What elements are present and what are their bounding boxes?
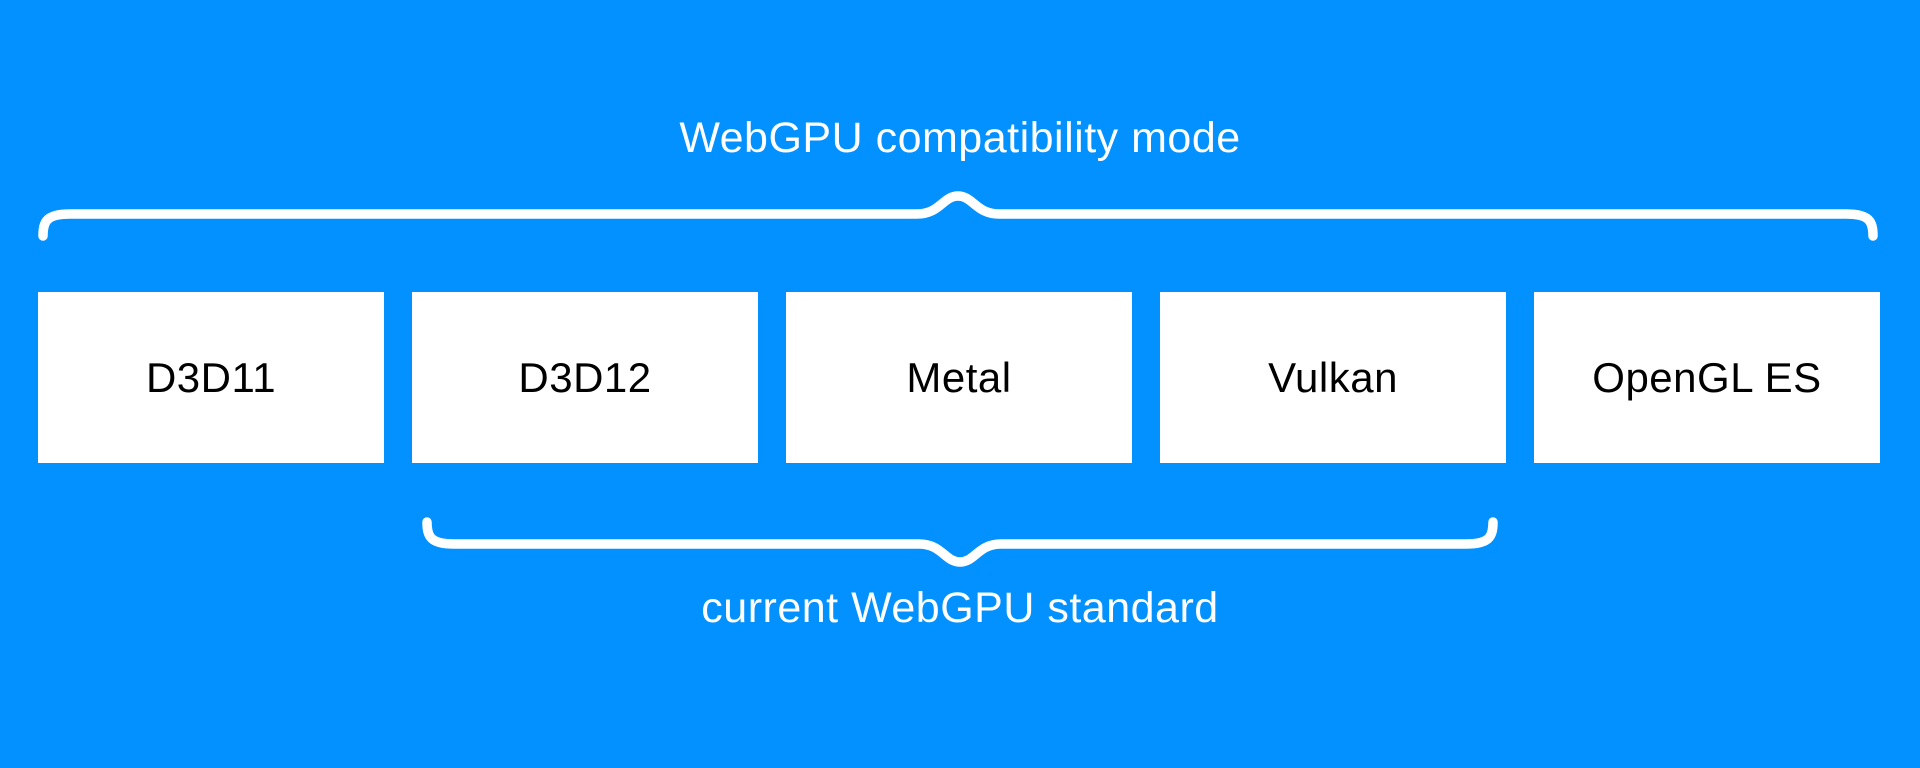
api-box-label: Metal — [906, 353, 1012, 401]
api-boxes-row: D3D11 D3D12 Metal Vulkan OpenGL ES — [38, 292, 1880, 463]
api-box-label: D3D12 — [518, 353, 652, 401]
api-box-d3d11: D3D11 — [38, 292, 384, 463]
api-box-label: Vulkan — [1268, 353, 1398, 401]
bottom-curly-brace — [422, 517, 1498, 567]
api-box-metal: Metal — [786, 292, 1132, 463]
top-brace-label: WebGPU compatibility mode — [679, 114, 1241, 162]
api-box-vulkan: Vulkan — [1160, 292, 1506, 463]
api-box-label: OpenGL ES — [1592, 353, 1822, 401]
api-box-d3d12: D3D12 — [412, 292, 758, 463]
api-box-opengl-es: OpenGL ES — [1534, 292, 1880, 463]
top-curly-brace-path — [38, 191, 1878, 241]
bottom-curly-brace-path — [422, 517, 1498, 567]
top-curly-brace — [38, 191, 1878, 241]
api-box-label: D3D11 — [145, 353, 277, 401]
bottom-brace-label: current WebGPU standard — [701, 584, 1219, 632]
